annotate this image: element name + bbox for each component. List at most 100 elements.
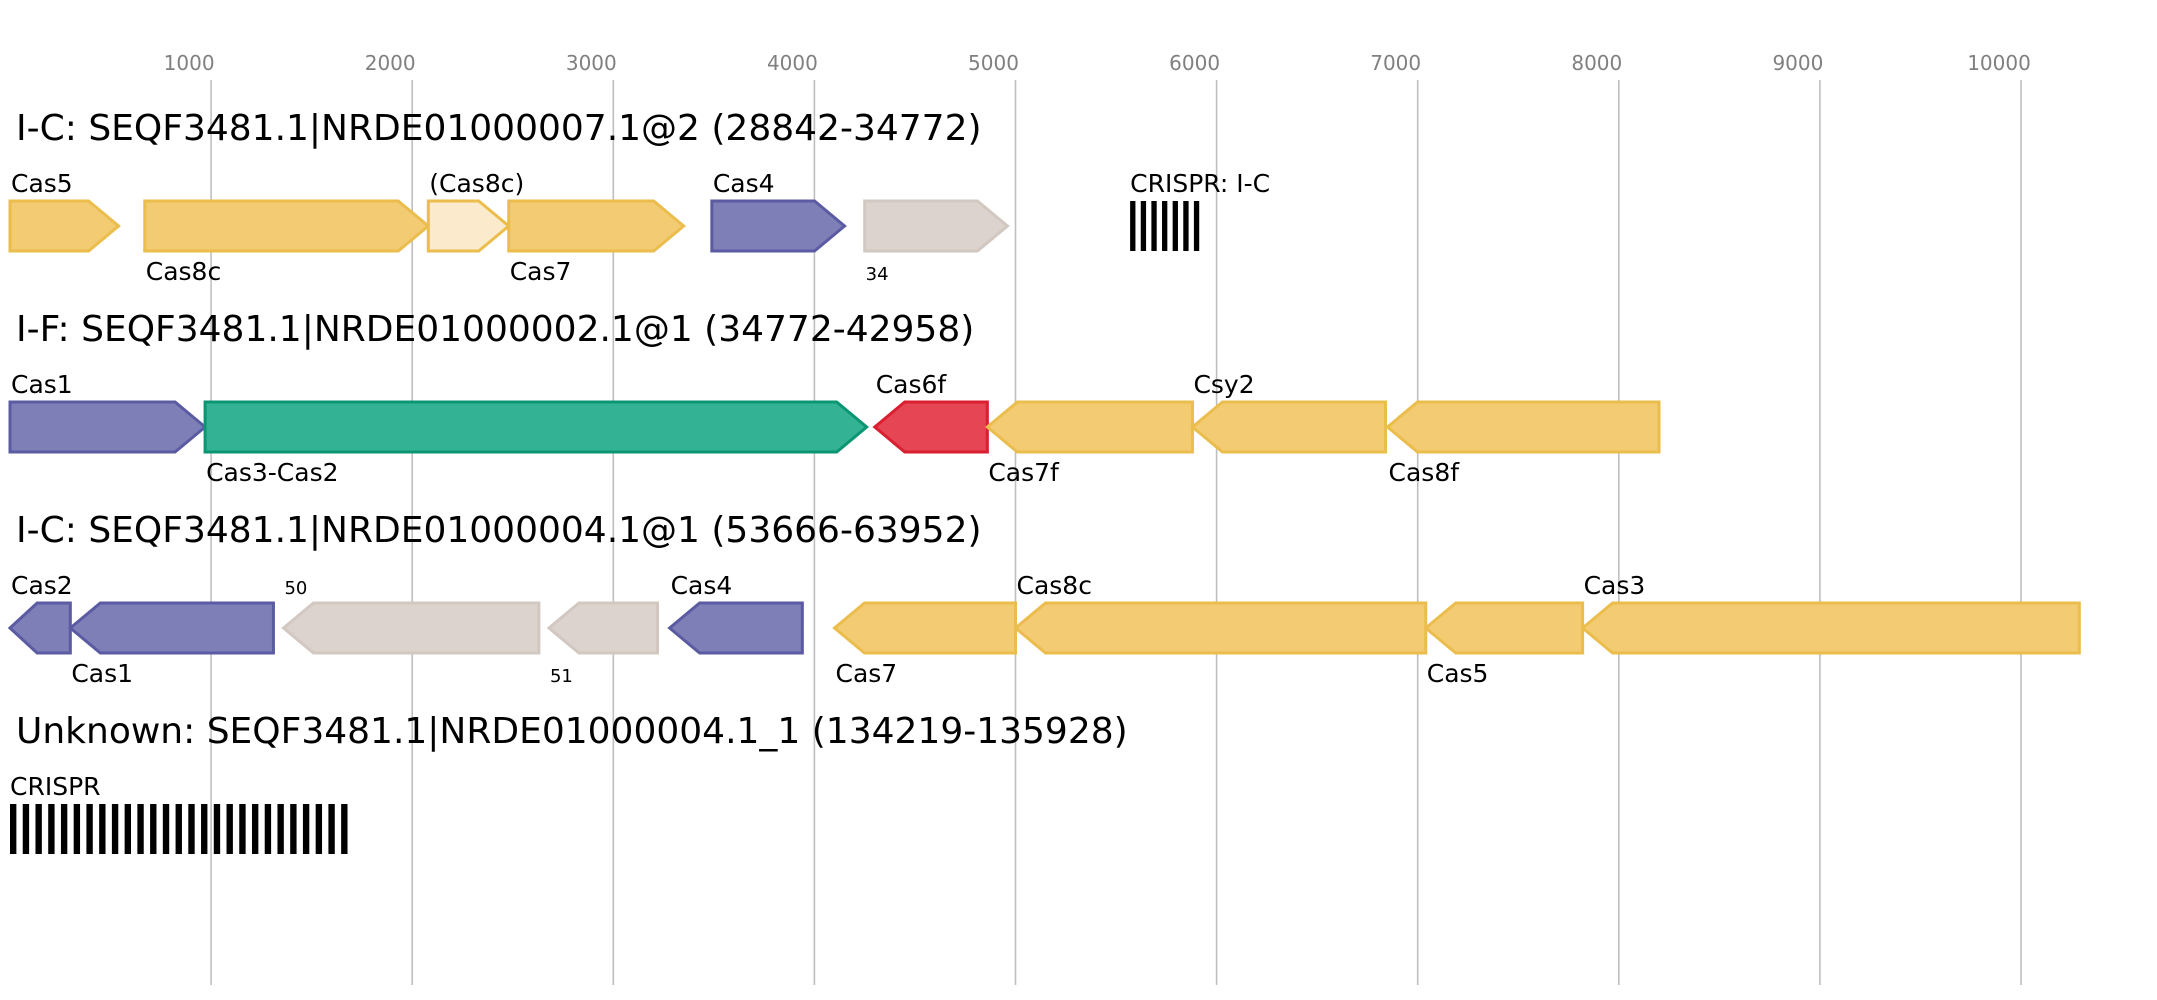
crispr-repeat <box>1162 201 1168 251</box>
crispr-repeat <box>264 804 272 854</box>
crispr-repeat <box>1140 201 1147 251</box>
locus-title: I-F: SEQF3481.1|NRDE01000002.1@1 (34772-… <box>16 309 974 350</box>
gene-cas5-arrow <box>8 199 121 253</box>
crispr-repeat <box>226 804 233 854</box>
gene-cas2-arrow <box>7 601 72 655</box>
crispr-repeat <box>162 804 170 854</box>
gene-cas5-arrow <box>1423 601 1585 655</box>
gene-label-34: 34 <box>866 264 889 285</box>
gene-label-cas3: Cas3 <box>1584 571 1646 600</box>
gene-label-50: 50 <box>284 578 307 599</box>
tick-label-1000: 1000 <box>164 51 215 75</box>
crispr-repeat <box>124 804 131 854</box>
gene-cas4-arrow <box>710 199 847 253</box>
crispr-repeat <box>1172 201 1178 251</box>
gene-cas8f-arrow <box>1385 400 1661 454</box>
crispr-repeat <box>35 804 42 854</box>
axis-ticks: 1000 2000 3000 4000 5000 6000 7000 8000 9000 1000… <box>164 51 2031 75</box>
crispr-repeat <box>341 804 348 854</box>
gene-label-cas3-cas2: Cas3-Cas2 <box>206 458 338 487</box>
crispr-label: CRISPR <box>10 772 101 801</box>
gene-label-cas4: Cas4 <box>713 169 775 198</box>
crispr-repeat <box>1151 201 1157 251</box>
gene-cas8c-arrow <box>1013 601 1428 655</box>
gene-51-arrow <box>546 601 660 655</box>
tick-label-3000: 3000 <box>566 51 617 75</box>
crispr-repeat <box>111 804 119 854</box>
locus-title: I-C: SEQF3481.1|NRDE01000007.1@2 (28842-… <box>16 108 982 149</box>
crispr-repeat <box>60 804 68 854</box>
crispr-repeat <box>328 804 335 854</box>
locus-1: I-C: SEQF3481.1|NRDE01000007.1@2 (28842-… <box>8 108 1270 286</box>
gene-cas3-cas2-arrow <box>203 400 870 454</box>
gene-cas7f-arrow <box>985 400 1194 454</box>
crispr-repeat <box>188 804 195 854</box>
gene-label-51: 51 <box>550 666 573 687</box>
crispr-repeat <box>302 804 310 854</box>
gene-34-arrow <box>863 199 1010 253</box>
gene-label-cas6f: Cas6f <box>876 370 948 399</box>
crispr-repeat <box>277 804 284 854</box>
gene-label-cas1: Cas1 <box>11 370 73 399</box>
locus-title: I-C: SEQF3481.1|NRDE01000004.1@1 (53666-… <box>16 510 982 551</box>
tick-label-6000: 6000 <box>1169 51 1220 75</box>
crispr-repeat <box>99 804 106 854</box>
crispr-repeat <box>201 804 208 854</box>
crispr-repeat <box>1130 201 1136 251</box>
gene-label-cas7: Cas7 <box>836 659 898 688</box>
crispr-repeat <box>73 804 81 854</box>
tick-label-2000: 2000 <box>365 51 416 75</box>
gene-cas4-arrow <box>667 601 804 655</box>
gene-label-cas8f: Cas8f <box>1389 458 1461 487</box>
gene-label-cas1: Cas1 <box>71 659 133 688</box>
crispr-repeat <box>150 804 157 854</box>
gene-cas1-arrow <box>8 400 208 454</box>
gene-cas8c-arrow <box>143 199 431 253</box>
gene-cas6f-arrow <box>872 400 989 454</box>
tick-label-9000: 9000 <box>1772 51 1823 75</box>
crispr-repeat <box>290 804 297 854</box>
crispr-repeat <box>1183 201 1189 251</box>
gene-label-cas2: Cas2 <box>11 571 73 600</box>
crispr-repeat <box>48 804 55 854</box>
gene-label-csy2: Csy2 <box>1193 370 1254 399</box>
tick-label-4000: 4000 <box>767 51 818 75</box>
gene-50-arrow <box>281 601 541 655</box>
crispr-repeat <box>213 804 221 854</box>
tick-label-10000: 10000 <box>1967 51 2031 75</box>
gene-cas8c-arrow <box>426 199 512 253</box>
gene-cas1-arrow <box>67 601 275 655</box>
crispr-repeat <box>10 804 17 854</box>
gene-label-cas5: Cas5 <box>1427 659 1489 688</box>
crispr-repeat <box>315 804 323 854</box>
crispr-label: CRISPR: I-C <box>1130 169 1270 198</box>
gene-label-cas8c: Cas8c <box>146 257 221 286</box>
crispr-repeat <box>1193 201 1200 251</box>
locus-2: I-F: SEQF3481.1|NRDE01000002.1@1 (34772-… <box>8 309 1661 487</box>
crispr-repeat <box>137 804 144 854</box>
crispr-array <box>1130 201 1200 251</box>
loci: I-C: SEQF3481.1|NRDE01000007.1@2 (28842-… <box>7 108 2081 854</box>
locus-title: Unknown: SEQF3481.1|NRDE01000004.1_1 (13… <box>16 711 1128 752</box>
tick-label-8000: 8000 <box>1571 51 1622 75</box>
crispr-repeat <box>239 804 246 854</box>
tick-label-7000: 7000 <box>1370 51 1421 75</box>
gene-csy2-arrow <box>1190 400 1388 454</box>
crispr-repeat <box>175 804 182 854</box>
gene-cas7-arrow <box>507 199 687 253</box>
gene-label-cas8c: Cas8c <box>1017 571 1092 600</box>
gene-label-cas8c: (Cas8c) <box>429 169 524 198</box>
locus-4: Unknown: SEQF3481.1|NRDE01000004.1_1 (13… <box>10 711 1128 854</box>
crispr-repeat <box>251 804 259 854</box>
gene-label-cas4: Cas4 <box>671 571 733 600</box>
gene-label-cas5: Cas5 <box>11 169 73 198</box>
tick-label-5000: 5000 <box>968 51 1019 75</box>
crispr-array <box>10 804 348 854</box>
crispr-repeat <box>86 804 93 854</box>
locus-3: I-C: SEQF3481.1|NRDE01000004.1@1 (53666-… <box>7 510 2081 688</box>
gene-cas3-arrow <box>1580 601 2081 655</box>
gene-label-cas7: Cas7 <box>510 257 572 286</box>
gene-cas7-arrow <box>832 601 1017 655</box>
crispr-repeat <box>22 804 30 854</box>
